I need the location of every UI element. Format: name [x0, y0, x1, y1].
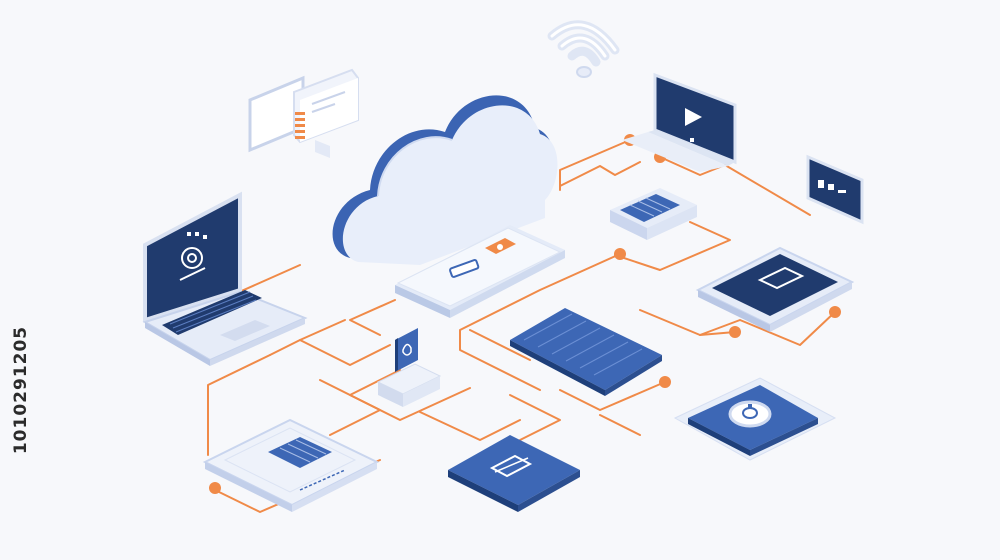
router-icon	[395, 225, 565, 318]
connector-node	[829, 306, 841, 318]
keyboard-icon	[510, 308, 662, 396]
laptop-icon	[142, 191, 308, 366]
gear-icon	[179, 232, 207, 281]
connector-node	[209, 482, 221, 494]
tablet-icon	[695, 246, 855, 332]
monitor-icon	[248, 68, 359, 158]
connector-node	[614, 248, 626, 260]
tile-icon	[448, 435, 580, 512]
connector-node	[729, 326, 741, 338]
cloud-icon	[332, 95, 558, 265]
tablet-icon	[806, 154, 864, 225]
usb-drive-icon	[376, 328, 442, 407]
monitor-icon	[622, 72, 737, 172]
chip-icon	[202, 418, 380, 512]
stock-id-watermark: 1010291205	[6, 310, 36, 470]
chip-icon	[610, 188, 697, 240]
connector-lines	[207, 139, 836, 513]
wifi-icon	[547, 20, 620, 78]
connector-node	[659, 376, 671, 388]
tile-icon	[673, 377, 837, 461]
play-icon	[685, 108, 702, 126]
stock-id-text: 1010291205	[11, 325, 31, 455]
lock-icon	[485, 238, 516, 254]
